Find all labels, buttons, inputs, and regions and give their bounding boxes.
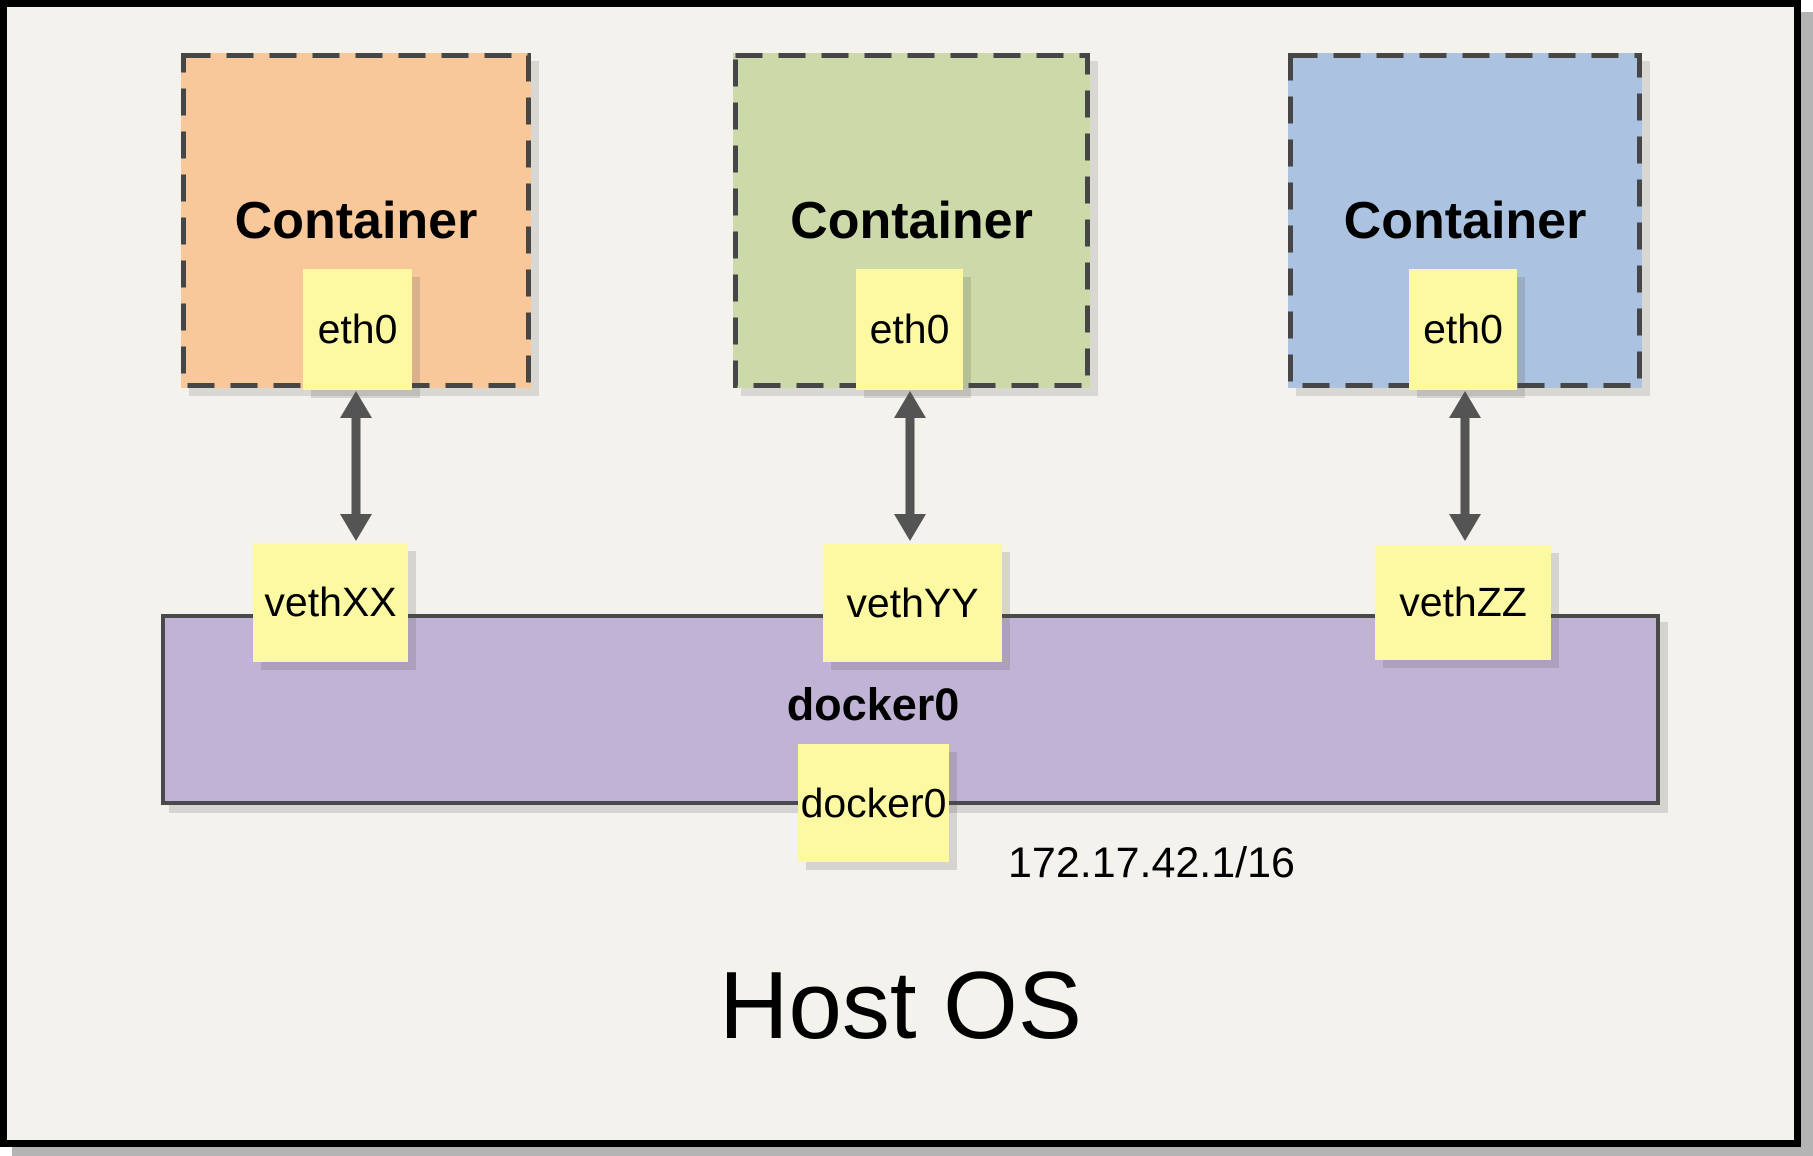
eth0-label: eth0 xyxy=(317,306,398,352)
veth-label: vethXX xyxy=(264,579,397,625)
dashed-border xyxy=(1288,53,1642,388)
container-1-label: Container xyxy=(234,192,478,250)
bridge-ip-label: 172.17.42.1/16 xyxy=(1008,839,1295,887)
eth0-label: eth0 xyxy=(869,306,950,352)
docker0-interface-box: docker0 xyxy=(798,744,949,862)
eth0-box-3: eth0 xyxy=(1409,269,1517,390)
docker0-interface-label: docker0 xyxy=(800,779,947,826)
eth0-label: eth0 xyxy=(1423,306,1503,352)
dashed-border xyxy=(733,53,1090,388)
veth-label: vethYY xyxy=(846,579,979,626)
docker0-bridge-label: docker0 xyxy=(786,679,960,730)
veth-label: vethZZ xyxy=(1399,579,1527,625)
container-2-label: Container xyxy=(790,192,1033,250)
vethXX-box: vethXX xyxy=(253,543,408,662)
host-os-label: Host OS xyxy=(719,952,1082,1059)
eth0-box-2: eth0 xyxy=(856,269,963,390)
eth0-box-1: eth0 xyxy=(303,269,412,390)
vethZZ-box: vethZZ xyxy=(1375,545,1551,660)
container-3-label: Container xyxy=(1343,192,1587,250)
dashed-border xyxy=(181,53,531,388)
vethYY-box: vethYY xyxy=(823,544,1002,662)
